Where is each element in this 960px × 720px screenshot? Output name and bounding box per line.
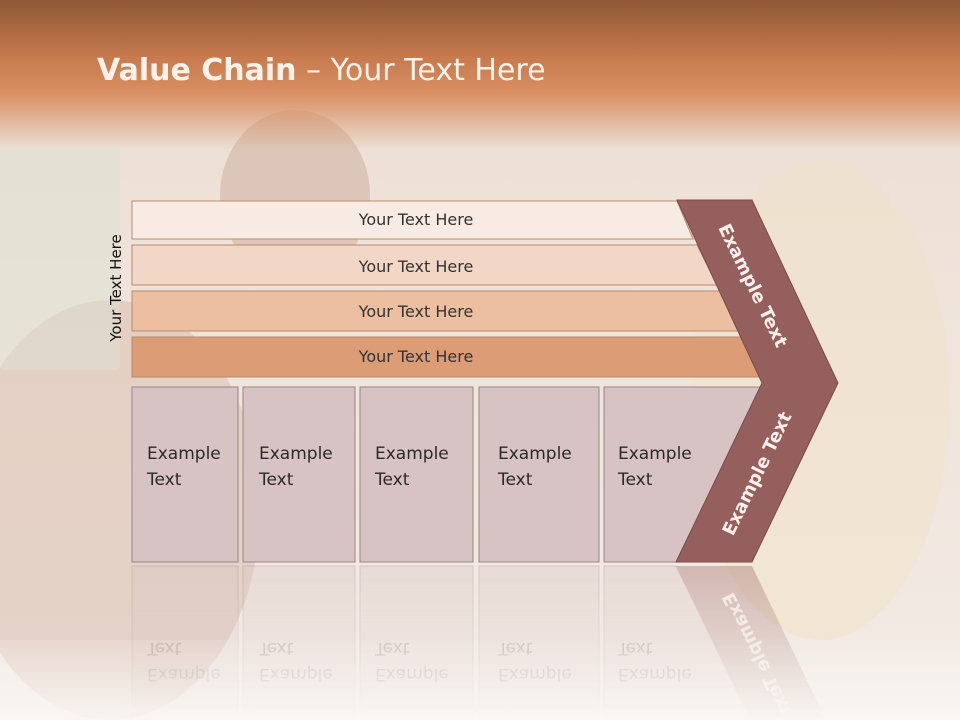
activity-box-2-line1: Example [259, 444, 333, 464]
activity-boxes: Example Text Example Text Example Text E… [131, 386, 763, 563]
activity-box-4 [478, 386, 600, 563]
bar-group: Your Text Here Your Text Here Your Text … [131, 200, 765, 378]
activity-box-4-line2: Text [497, 470, 533, 490]
support-bar-1-label: Your Text Here [358, 210, 474, 229]
support-bar-2-label: Your Text Here [358, 257, 474, 276]
reflection-box-1-line1: Example [147, 664, 221, 684]
activity-box-3-line1: Example [375, 444, 449, 464]
page-title: Value Chain – Your Text Here [97, 53, 546, 88]
reflection-box-2-line2: Text [258, 638, 294, 658]
activity-box-3-line2: Text [374, 470, 410, 490]
diagram-reflection: Example Text Example Text Example Text E… [131, 565, 826, 720]
support-bar-4-label: Your Text Here [358, 347, 474, 366]
title-rest: – Your Text Here [296, 53, 546, 88]
margin-chevron: Example Text Example Text [675, 199, 839, 563]
activity-box-4-line1: Example [498, 444, 572, 464]
chevron-shape [675, 199, 839, 563]
activity-box-1 [131, 386, 239, 563]
title-banner [0, 0, 960, 150]
activity-box-2-line2: Text [258, 470, 294, 490]
reflection-box-4-line2: Text [497, 638, 533, 658]
background-window [0, 150, 120, 370]
reflection-box-4-line1: Example [498, 664, 572, 684]
activity-box-5-line1: Example [618, 444, 692, 464]
reflection-box-3-line2: Text [374, 638, 410, 658]
title-bold: Value Chain [97, 53, 297, 88]
reflection-box-5-line1: Example [618, 664, 692, 684]
reflection-box-1-line2: Text [146, 638, 182, 658]
activity-box-2 [242, 386, 356, 563]
reflection-box-3-line1: Example [375, 664, 449, 684]
support-bar-1 [131, 200, 694, 240]
activity-box-1-line1: Example [147, 444, 221, 464]
activity-box-5-line2: Text [617, 470, 653, 490]
activity-box-3 [359, 386, 474, 563]
activity-box-1-line2: Text [146, 470, 182, 490]
support-bar-3-label: Your Text Here [358, 302, 474, 321]
reflection-box-2-line1: Example [259, 664, 333, 684]
reflection-box-5-line2: Text [617, 638, 653, 658]
